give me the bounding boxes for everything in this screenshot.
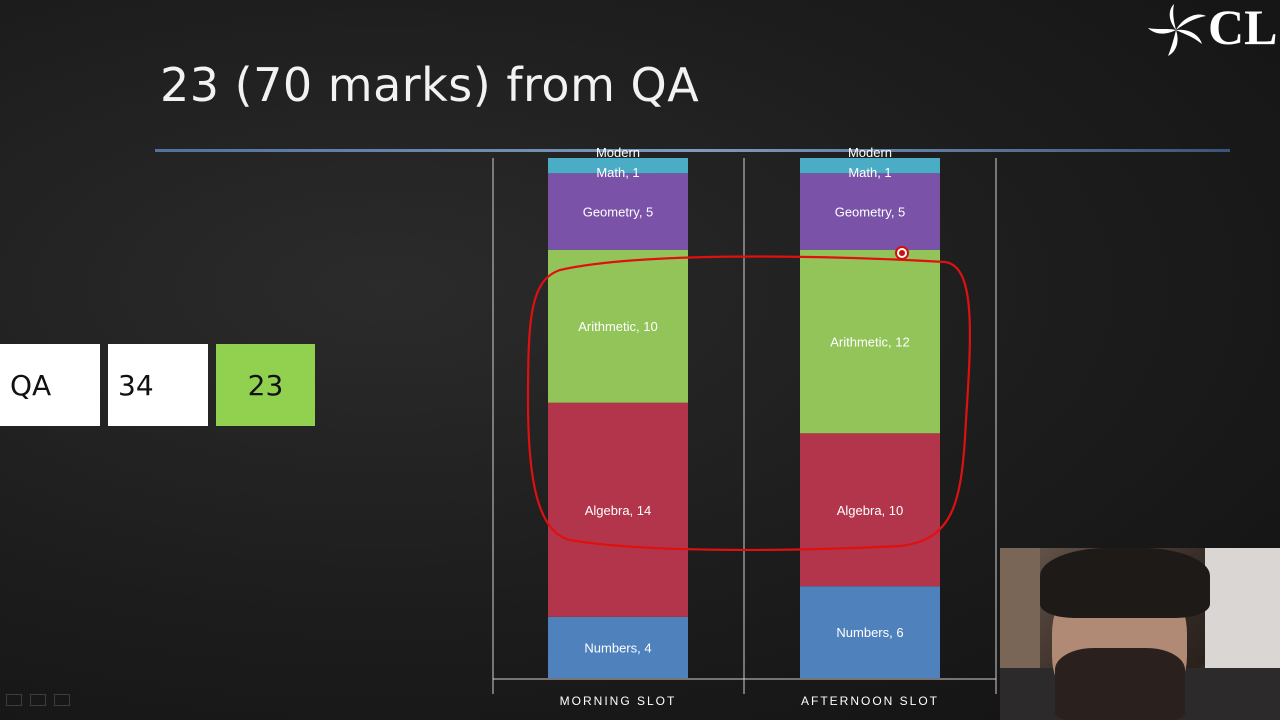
presenter-beard bbox=[1055, 648, 1185, 720]
annotation-ellipse bbox=[526, 255, 972, 552]
presenter-hair bbox=[1040, 548, 1210, 618]
bar-segment-numbers bbox=[800, 586, 940, 678]
bar-segment-numbers bbox=[548, 616, 688, 678]
segment-label: Arithmetic, 10 bbox=[578, 319, 657, 334]
presenter-webcam bbox=[1000, 548, 1280, 720]
total-questions-box: 34 bbox=[108, 344, 208, 426]
x-tick-label: AFTERNOON SLOT bbox=[801, 694, 939, 708]
player-toolbar[interactable] bbox=[6, 694, 70, 706]
bar-segment-modern-math bbox=[800, 158, 940, 174]
title-divider bbox=[155, 149, 1230, 152]
section-label-box: QA bbox=[0, 344, 100, 426]
bar-segment-algebra bbox=[800, 433, 940, 587]
segment-label: Numbers, 4 bbox=[584, 640, 651, 655]
bar-segment-algebra bbox=[548, 402, 688, 617]
section-label: QA bbox=[10, 368, 52, 402]
target-questions-box: 23 bbox=[216, 344, 315, 426]
segment-label: Algebra, 14 bbox=[585, 503, 652, 518]
bar-segment-modern-math bbox=[548, 158, 688, 174]
segment-label: Algebra, 10 bbox=[837, 503, 904, 518]
pen-icon[interactable] bbox=[6, 694, 22, 706]
bar-segment-geometry bbox=[548, 173, 688, 250]
cursor-dot bbox=[899, 250, 905, 256]
x-tick-label: MORNING SLOT bbox=[560, 694, 677, 708]
segment-label: Numbers, 6 bbox=[836, 625, 903, 640]
logo-text: CL bbox=[1208, 0, 1278, 55]
target-questions-value: 23 bbox=[247, 368, 284, 402]
bar-segment-arithmetic bbox=[800, 249, 940, 434]
segment-label: Geometry, 5 bbox=[835, 205, 906, 220]
segment-label: Arithmetic, 12 bbox=[830, 335, 909, 350]
brand-logo: CL bbox=[1140, 0, 1280, 60]
next-icon[interactable] bbox=[54, 694, 70, 706]
bar-segment-geometry bbox=[800, 173, 940, 250]
slide-title: 23 (70 marks) from QA bbox=[160, 58, 700, 112]
bar-segment-arithmetic bbox=[548, 249, 688, 403]
total-questions-value: 34 bbox=[118, 368, 154, 402]
screen-icon[interactable] bbox=[30, 694, 46, 706]
segment-label: Geometry, 5 bbox=[583, 205, 654, 220]
swirl-logo-icon bbox=[1148, 4, 1206, 56]
